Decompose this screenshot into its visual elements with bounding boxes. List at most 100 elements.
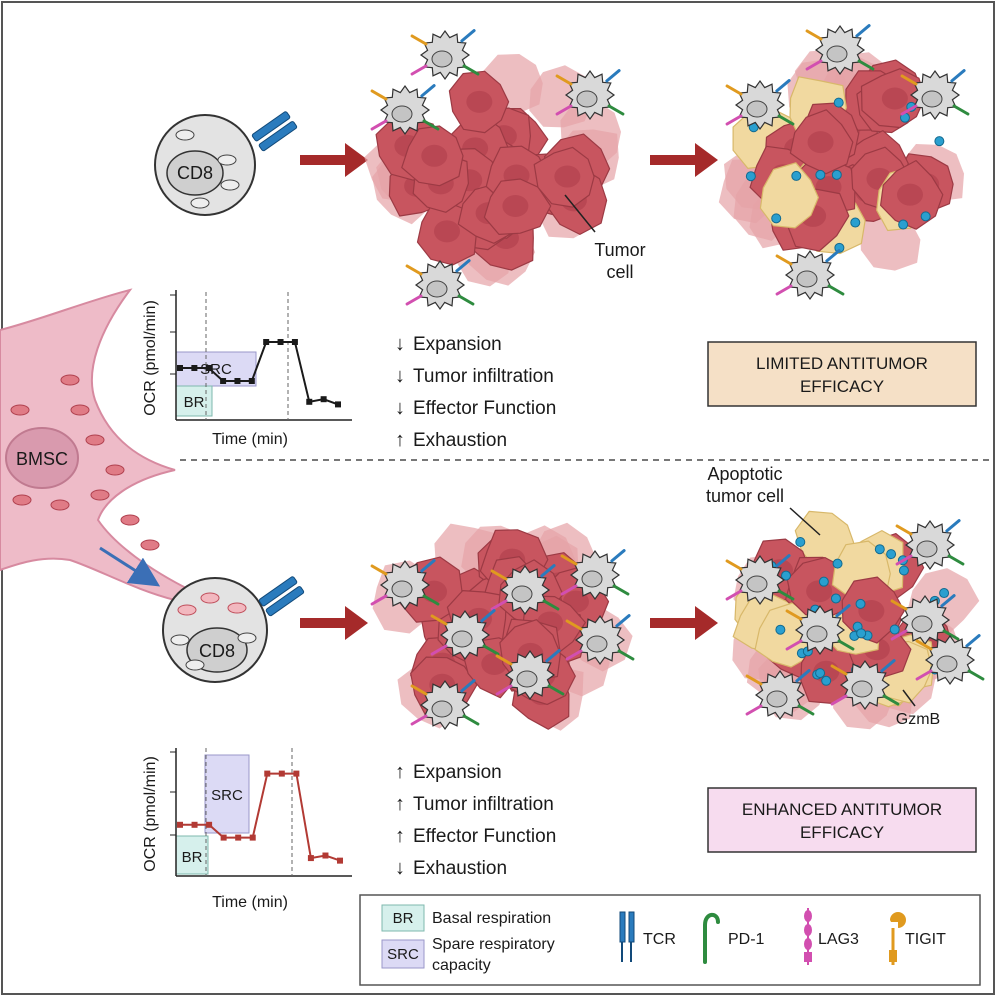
t-cell [725, 554, 795, 606]
gzmb-granule [771, 213, 782, 224]
apoptotic-leader [789, 507, 821, 536]
effects-list-top: ↓Expansion↓Tumor infiltration↓Effector F… [395, 333, 556, 451]
effect-label: Exhaustion [413, 858, 507, 879]
legend-src: SRC Spare respiratory capacity [381, 936, 555, 974]
ocr-point [278, 770, 285, 777]
ocr-top-ylabel: OCR (pmol/min) [142, 300, 159, 416]
effect-label: Effector Function [413, 398, 556, 419]
tumor-cell-label-line2: cell [606, 262, 633, 282]
flow-arrow-top-2 [650, 143, 718, 177]
tumor-cluster-bottom-middle [370, 522, 635, 731]
t-cell [405, 259, 475, 311]
up-arrow-icon: ↑ [395, 793, 405, 815]
t-cell [370, 84, 440, 136]
cd8-bottom-mitochondria [170, 592, 257, 671]
tigit-icon [889, 912, 906, 965]
ocr-point [320, 396, 327, 403]
legend-pd1: PD-1 [703, 912, 765, 964]
effect-label: Tumor infiltration [413, 794, 554, 815]
legend-box: BR Basal respiration SRC Spare respirato… [359, 894, 981, 986]
apoptotic-tumor-cell [759, 162, 819, 229]
legend-br-text: Basal respiration [432, 910, 551, 927]
t-cell [895, 519, 965, 571]
gzmb-granule [791, 170, 802, 181]
gzmb-granule [898, 219, 909, 230]
ocr-point [177, 821, 183, 828]
ocr-point [205, 365, 212, 371]
gzmb-granule [939, 588, 950, 599]
gzmb-granule [898, 565, 909, 576]
t-cell [555, 69, 625, 121]
ocr-point [220, 378, 227, 384]
legend-tcr-label: TCR [643, 931, 676, 948]
outcome-box-enhanced: ENHANCED ANTITUMOR EFFICACY [707, 787, 977, 853]
ocr-point [306, 398, 313, 405]
effect-label: Expansion [413, 334, 502, 355]
ocr-top-xlabel: Time (min) [212, 431, 288, 448]
ocr-point [291, 339, 298, 345]
legend-src-text-line1: Spare respiratory [432, 936, 555, 953]
gzmb-granule [830, 593, 841, 604]
limited-line1: LIMITED ANTITUMOR [756, 354, 928, 373]
cd8-cell-top: CD8 [154, 114, 256, 216]
mitochondrion [140, 539, 160, 551]
ocr-point [264, 770, 271, 777]
t-cell [565, 614, 635, 666]
gzmb-granule [833, 97, 844, 108]
ocr-point [277, 339, 284, 345]
gzmb-granule [874, 544, 885, 555]
legend-br-abbr: BR [393, 910, 414, 927]
down-arrow-icon: ↓ [395, 857, 405, 879]
legend-br: BR Basal respiration [381, 904, 551, 932]
ocr-point [335, 401, 341, 408]
t-cell [490, 564, 560, 616]
ocr-point [263, 339, 270, 345]
legend-pd1-label: PD-1 [728, 931, 765, 948]
legend-tigit-label: TIGIT [905, 931, 946, 948]
effects-list-bottom: ↑Expansion↑Tumor infiltration↑Effector F… [395, 761, 556, 879]
t-cell [830, 659, 900, 711]
gzmb-leader [902, 689, 916, 707]
tumor-cluster-top-right [718, 24, 970, 301]
effect-label: Tumor infiltration [413, 366, 554, 387]
legend-tigit: TIGIT [889, 912, 946, 965]
up-arrow-icon: ↑ [395, 761, 405, 783]
ocr-bottom-br-region [175, 835, 209, 875]
limited-line2: EFFICACY [800, 377, 884, 396]
gzmb-granule [815, 169, 826, 180]
ocr-point [191, 821, 198, 828]
flow-arrow-top-1 [300, 143, 368, 177]
t-cell [805, 24, 875, 76]
ocr-point [307, 855, 314, 862]
legend-lag3-label: LAG3 [818, 931, 859, 948]
effect-label: Expansion [413, 762, 502, 783]
apoptotic-label-line1: Apoptotic [707, 464, 782, 484]
ocr-point [191, 365, 198, 371]
enhanced-line1: ENHANCED ANTITUMOR [742, 800, 942, 819]
outcome-box-limited: LIMITED ANTITUMOR EFFICACY [707, 341, 977, 407]
ocr-bottom-series [177, 770, 343, 864]
pd1-icon [703, 912, 720, 964]
ocr-top-br-label: BR [184, 394, 205, 411]
up-arrow-icon: ↑ [395, 429, 405, 451]
up-arrow-icon: ↑ [395, 825, 405, 847]
ocr-bottom-ylabel: OCR (pmol/min) [142, 756, 159, 872]
cd8-cell-bottom: CD8 [162, 577, 268, 683]
enhanced-line2: EFFICACY [800, 823, 884, 842]
ocr-point [337, 857, 343, 864]
lag3-icon [804, 908, 812, 965]
cd8-bottom-label: CD8 [199, 641, 235, 661]
gzmb-granule [889, 624, 900, 635]
bmsc-cell: BMSC [0, 288, 192, 602]
t-cell [785, 604, 855, 656]
gzmb-label: GzmB [896, 711, 940, 728]
mitochondrion [105, 464, 125, 476]
tcr-receptor-bottom [258, 576, 305, 617]
gzmb-granule [818, 576, 829, 587]
ocr-point [293, 770, 300, 777]
tcr-receptor-top [251, 111, 298, 152]
flow-arrow-bottom-1 [300, 606, 368, 640]
mitochondrion [12, 494, 32, 506]
ocr-plot-bottom: SRC BR Time (min) OCR (pmol/min) [142, 748, 352, 911]
